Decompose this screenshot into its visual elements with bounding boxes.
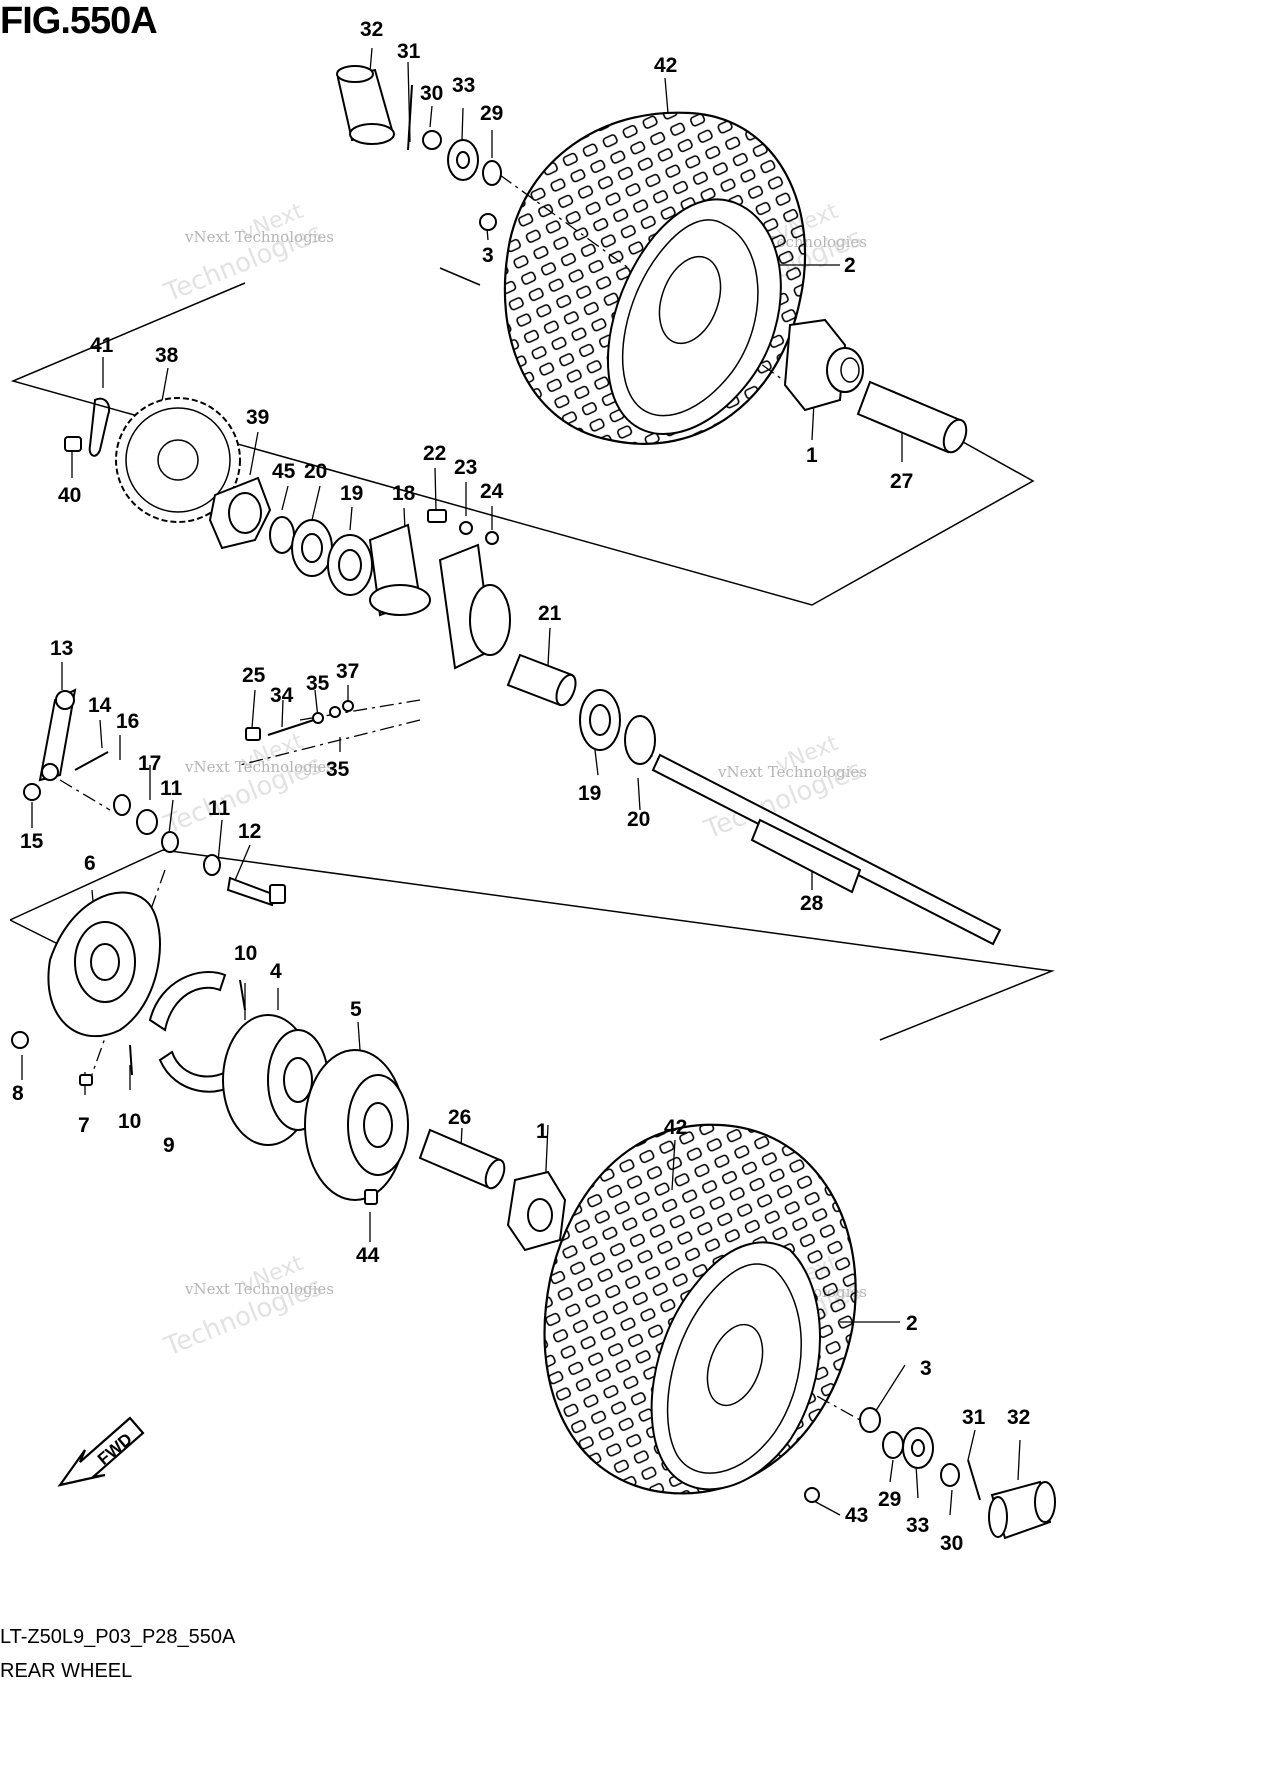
callout-label: 20 bbox=[304, 460, 327, 483]
callout-label: 20 bbox=[627, 808, 650, 831]
callout-label: 26 bbox=[448, 1106, 471, 1129]
callout-label: 16 bbox=[116, 710, 139, 733]
upper-tire-icon bbox=[503, 111, 807, 445]
brake-arm-icon bbox=[23, 688, 286, 907]
lower-spacer-icon bbox=[418, 1128, 506, 1190]
callout-label: 21 bbox=[538, 602, 562, 625]
callout-label: 8 bbox=[12, 1082, 24, 1105]
callout-label: 39 bbox=[246, 406, 269, 429]
callout-label: 5 bbox=[350, 998, 362, 1021]
callout-label: 29 bbox=[878, 1488, 901, 1511]
callout-label: 28 bbox=[800, 892, 824, 915]
callout-label: 45 bbox=[272, 460, 296, 483]
callout-label: 23 bbox=[454, 456, 477, 479]
callout-label: 43 bbox=[845, 1504, 868, 1527]
callout-label: 19 bbox=[340, 482, 363, 505]
bolt-screw-icon bbox=[245, 700, 354, 741]
callout-label: 30 bbox=[420, 82, 443, 105]
sprocket-icon bbox=[115, 397, 241, 523]
upper-washers-icon bbox=[407, 84, 502, 231]
callout-label: 1 bbox=[806, 444, 818, 467]
upper-hub-icon bbox=[783, 318, 864, 412]
axle-housing-icon bbox=[368, 523, 511, 670]
sprocket-hub-icon bbox=[208, 476, 272, 550]
watermark-text: vNext Technologies bbox=[185, 1280, 335, 1298]
callout-label: 25 bbox=[242, 664, 266, 687]
diagram-subtitle: REAR WHEEL bbox=[0, 1660, 133, 1682]
callout-label: 13 bbox=[50, 637, 73, 660]
callout-label: 1 bbox=[536, 1120, 548, 1143]
callout-label: 42 bbox=[664, 1116, 687, 1139]
bolts-upper-icon bbox=[427, 509, 499, 545]
callout-label: 41 bbox=[90, 334, 114, 357]
lower-nuts-icon bbox=[804, 1407, 981, 1503]
upper-cap-icon bbox=[336, 65, 395, 145]
callout-label: 10 bbox=[118, 1110, 141, 1133]
callout-label: 31 bbox=[397, 40, 421, 63]
bearing-group-icon bbox=[269, 516, 373, 596]
callout-label: 17 bbox=[138, 752, 161, 775]
callout-label: 37 bbox=[336, 660, 359, 683]
assembly-outline bbox=[9, 267, 1055, 1041]
callout-label: 32 bbox=[1007, 1406, 1030, 1429]
lower-hub-icon bbox=[506, 1170, 567, 1252]
callout-label: 15 bbox=[20, 830, 44, 853]
fwd-arrow-icon: FWD bbox=[57, 1416, 145, 1487]
callout-label: 10 bbox=[234, 942, 257, 965]
callout-label: 19 bbox=[578, 782, 601, 805]
callout-label: 3 bbox=[482, 244, 494, 267]
callout-label: 35 bbox=[326, 758, 350, 781]
callout-label: 24 bbox=[480, 480, 504, 503]
callout-label: 4 bbox=[270, 960, 282, 983]
inner-spacer-icon bbox=[506, 653, 656, 765]
lock-plate-icon bbox=[64, 397, 111, 457]
callout-label: 33 bbox=[906, 1514, 929, 1537]
callout-label: 32 bbox=[360, 18, 383, 41]
watermark-text: vNext Technologies bbox=[185, 758, 335, 776]
axle-shaft-icon bbox=[651, 753, 1002, 946]
callout-label: 14 bbox=[88, 694, 112, 717]
drum-cover-icon bbox=[304, 1049, 409, 1205]
lower-tire-icon bbox=[543, 1123, 857, 1495]
callout-label: 33 bbox=[452, 74, 475, 97]
callout-label: 6 bbox=[84, 852, 96, 875]
callout-label: 44 bbox=[356, 1244, 380, 1267]
watermark-text: vNext Technologies bbox=[185, 228, 335, 246]
callout-label: 12 bbox=[238, 820, 261, 843]
watermark-text: vNext Technologies bbox=[718, 763, 868, 781]
callout-label: 11 bbox=[160, 777, 183, 800]
callout-labels: 32 31 30 33 29 42 3 2 1 27 41 38 40 39 4… bbox=[12, 18, 1030, 1555]
brake-panel-icon bbox=[11, 891, 161, 1086]
callout-label: 40 bbox=[58, 484, 81, 507]
callout-label: 22 bbox=[423, 442, 446, 465]
callout-label: 30 bbox=[940, 1532, 963, 1555]
callout-label: 18 bbox=[392, 482, 416, 505]
callout-label: 2 bbox=[844, 254, 856, 277]
diagram-code: LT-Z50L9_P03_P28_550A bbox=[0, 1626, 236, 1648]
callout-label: 11 bbox=[208, 797, 231, 820]
upper-spacer-icon bbox=[856, 380, 968, 454]
callout-label: 29 bbox=[480, 102, 503, 125]
callout-label: 3 bbox=[920, 1357, 932, 1380]
callout-label: 35 bbox=[306, 672, 330, 695]
figure-title: FIG.550A bbox=[0, 0, 158, 42]
callout-label: 2 bbox=[906, 1312, 918, 1335]
callout-label: 38 bbox=[155, 344, 179, 367]
callout-label: 9 bbox=[163, 1134, 175, 1157]
callout-label: 27 bbox=[890, 470, 913, 493]
callout-label: 42 bbox=[654, 54, 677, 77]
callout-label: 31 bbox=[962, 1406, 986, 1429]
lower-cap-icon bbox=[988, 1480, 1056, 1540]
callout-label: 34 bbox=[270, 684, 294, 707]
callout-label: 7 bbox=[78, 1114, 90, 1137]
